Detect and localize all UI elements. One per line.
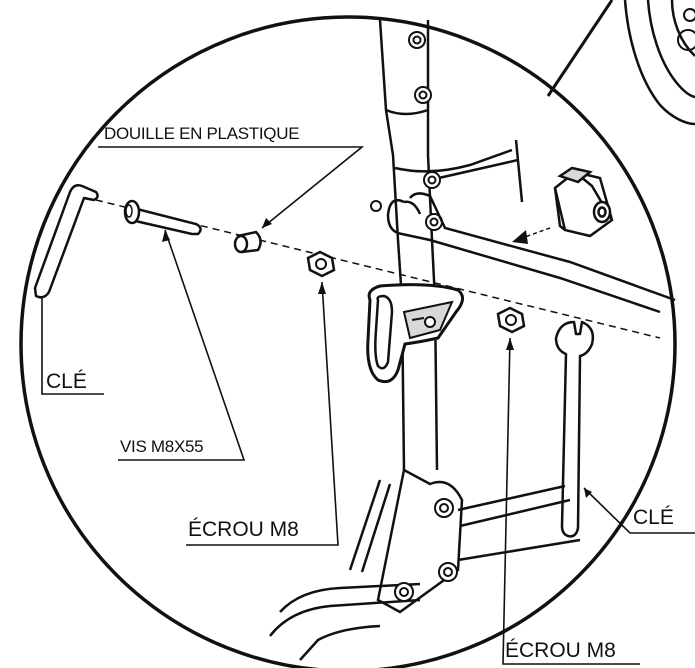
leader-arrowheads (162, 218, 592, 498)
direction-arrow (512, 227, 551, 244)
nut-m8-right (496, 306, 526, 334)
label-plastic-sleeve: DOUILLE EN PLASTIQUE (104, 124, 300, 143)
frame-bolts (370, 31, 443, 231)
open-end-wrench (554, 320, 595, 538)
wheel-fragment (623, 0, 695, 126)
frame-lower-bolts (394, 498, 458, 602)
screw-m8x55 (123, 199, 202, 236)
label-screw: VIS M8X55 (120, 437, 204, 456)
lock-lever (366, 283, 464, 384)
nut-m8-left (306, 250, 336, 278)
plastic-clip (553, 166, 614, 238)
frame-lower (269, 468, 581, 661)
plastic-sleeve (233, 230, 262, 254)
label-nut-right: ÉCROU M8 (505, 639, 616, 662)
zoom-connector-line (546, 0, 614, 97)
label-key-right: CLÉ (633, 506, 674, 529)
label-key-left: CLÉ (46, 370, 87, 393)
detail-circle (19, 15, 677, 668)
label-nut-left: ÉCROU M8 (188, 518, 299, 541)
allen-key (33, 184, 99, 299)
label-leader-lines (41, 146, 695, 665)
frame-handle-tube (386, 192, 676, 314)
